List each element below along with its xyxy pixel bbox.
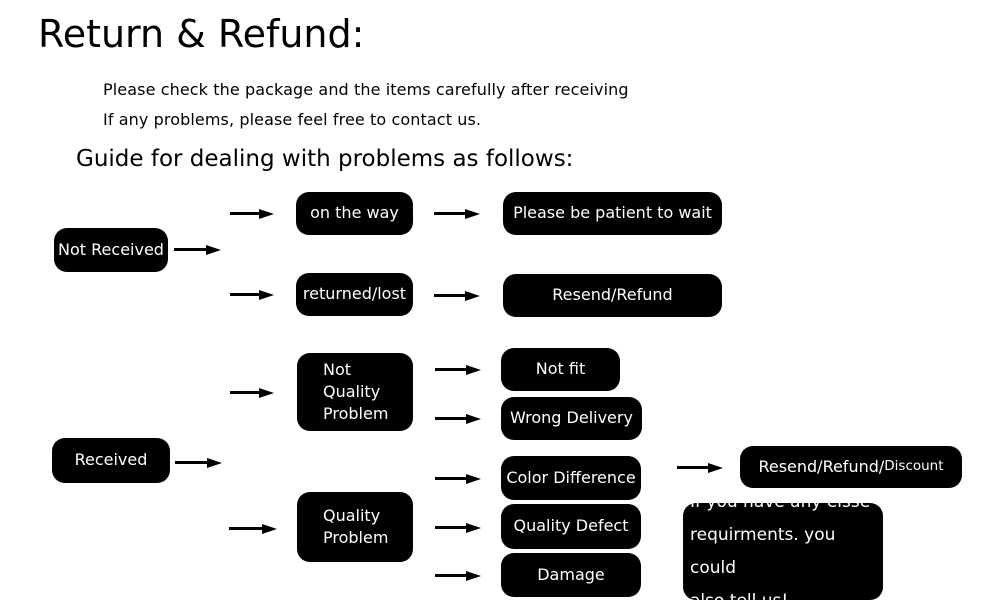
node-not-received: Not Received — [54, 228, 168, 272]
arrow-to-resend-refund — [434, 294, 465, 297]
node-resend-refund-discount: Resend/Refund/Discount — [740, 446, 962, 488]
node-quality-problem: Quality Problem — [297, 492, 413, 562]
node-on-the-way: on the way — [296, 192, 413, 235]
arrow-to-quality-problem — [229, 527, 262, 530]
node-resend-refund-discount-main: Resend/Refund/ — [758, 456, 885, 476]
arrow-to-not-quality-problem — [230, 391, 259, 394]
node-not-fit: Not fit — [501, 348, 620, 391]
arrow-not-received-out — [174, 248, 206, 251]
arrow-to-please-be-patient — [434, 212, 465, 215]
arrow-to-color-difference — [435, 477, 466, 480]
arrow-to-quality-defect — [435, 526, 466, 529]
arrow-to-wrong-delivery — [435, 417, 466, 420]
node-more-requirements: If you have any elsse requirments. you c… — [683, 492, 883, 603]
arrow-to-on-the-way — [230, 212, 259, 215]
node-resend-refund-discount-small: Discount — [884, 458, 944, 475]
arrow-to-returned-lost — [230, 293, 259, 296]
arrow-received-out — [175, 461, 207, 464]
page-title: Return & Refund: — [38, 12, 365, 56]
node-quality-defect: Quality Defect — [501, 504, 641, 549]
node-received: Received — [52, 438, 170, 483]
node-color-difference: Color Difference — [501, 456, 641, 500]
intro-line-2: If any problems, please feel free to con… — [103, 110, 482, 129]
node-returned-lost: returned/lost — [296, 273, 413, 316]
node-please-be-patient: Please be patient to wait — [503, 192, 722, 235]
node-wrong-delivery: Wrong Delivery — [501, 397, 642, 440]
guide-heading: Guide for dealing with problems as follo… — [76, 146, 574, 172]
node-damage: Damage — [501, 553, 641, 597]
node-resend-refund: Resend/Refund — [503, 274, 722, 317]
arrow-to-resend-refund-discount — [677, 466, 708, 469]
intro-line-1: Please check the package and the items c… — [103, 80, 629, 99]
arrow-to-damage — [435, 574, 466, 577]
node-not-quality-problem: Not Quality Problem — [297, 353, 413, 431]
arrow-to-not-fit — [435, 368, 466, 371]
